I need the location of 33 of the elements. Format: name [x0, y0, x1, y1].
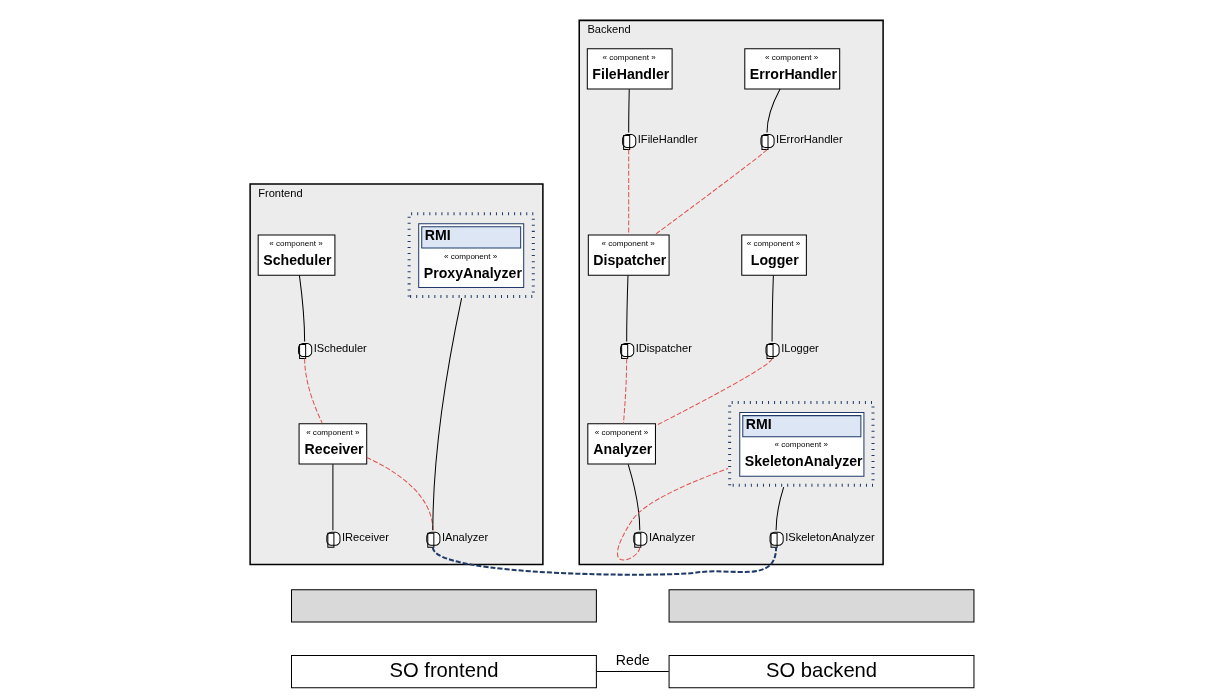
node-label: IScheduler: [313, 342, 367, 355]
node-label: IFileHandler: [637, 133, 698, 146]
node-label: IErrorHandler: [776, 133, 843, 146]
connector: [775, 486, 785, 531]
connector: [626, 274, 629, 342]
node-label: IReceiver: [341, 531, 389, 544]
connector: [432, 546, 778, 576]
edge-label: Rede: [615, 651, 650, 668]
node-label: ISkeletonAnalyzer: [785, 531, 875, 544]
connector: [654, 149, 768, 236]
connector: [627, 463, 641, 531]
connector: [298, 274, 306, 342]
connector: [655, 358, 773, 427]
node-box: SO frontend: [291, 654, 597, 689]
connector: [304, 358, 323, 424]
node-box: RMI « component » ProxyAnalyzer: [407, 212, 535, 298]
node-label: IAnalyzer: [648, 531, 696, 544]
node-label: IAnalyzer: [441, 531, 489, 544]
node-box: SO backend: [668, 654, 975, 689]
connector: [628, 88, 630, 133]
node-bar: [291, 589, 597, 623]
connector: [771, 274, 774, 342]
connector: [617, 468, 729, 561]
connector: [628, 149, 630, 236]
connector: [622, 358, 628, 424]
node-box: RMI « component » SkeletonAnalyzer: [728, 401, 875, 487]
connector: [432, 297, 463, 531]
connector: [766, 88, 781, 133]
node-label: IDispatcher: [635, 342, 692, 355]
node-label: ILogger: [781, 342, 819, 355]
node-bar: [668, 589, 975, 623]
connector: [595, 671, 670, 673]
connector: [332, 463, 334, 531]
